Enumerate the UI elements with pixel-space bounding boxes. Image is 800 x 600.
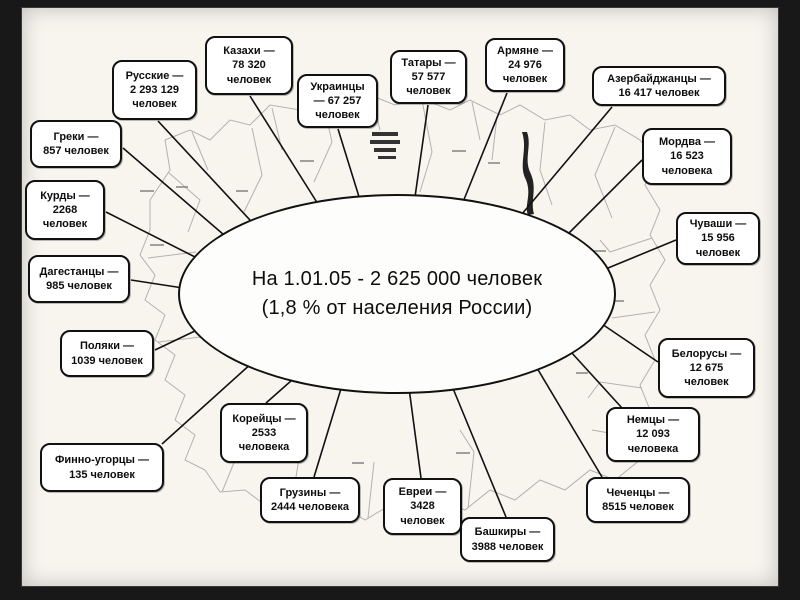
callout-belarusians: Белорусы — 12 675 человек <box>658 338 755 398</box>
callout-georgians: Грузины — 2444 человека <box>260 477 360 523</box>
callout-ukrainians: Украинцы — 67 257 человек <box>297 74 378 128</box>
callout-armenians: Армяне — 24 976 человек <box>485 38 565 92</box>
callout-tatars: Татары — 57 577 человек <box>390 50 467 104</box>
center-percent-of-russia: (1,8 % от населения России) <box>261 297 533 319</box>
callout-chechens: Чеченцы — 8515 человек <box>586 477 690 523</box>
dark-river-shape <box>522 132 534 215</box>
callout-finno-ugric: Финно-угорцы — 135 человек <box>40 443 164 492</box>
callout-poles: Поляки — 1039 человек <box>60 330 154 377</box>
callout-kazakhs: Казахи — 78 320 человек <box>205 36 293 95</box>
callout-koreans: Корейцы — 2533 человека <box>220 403 308 463</box>
callout-greeks: Греки — 857 человек <box>30 120 122 168</box>
center-total-population: На 1.01.05 - 2 625 000 человек <box>251 268 543 290</box>
callout-kurds: Курды — 2268 человек <box>25 180 105 240</box>
center-ellipse: На 1.01.05 - 2 625 000 человек (1,8 % от… <box>178 194 616 394</box>
callout-germans: Немцы — 12 093 человека <box>606 407 700 462</box>
callout-chuvash: Чуваши — 15 956 человек <box>676 212 760 265</box>
callout-jews: Евреи — 3428 человек <box>383 478 462 535</box>
callout-dagestanis: Дагестанцы — 985 человек <box>28 255 130 303</box>
callout-russians: Русские — 2 293 129 человек <box>112 60 197 120</box>
callout-azerbaijanis: Азербайджанцы — 16 417 человек <box>592 66 726 106</box>
callout-mordva: Мордва — 16 523 человека <box>642 128 732 185</box>
callout-bashkirs: Башкиры — 3988 человек <box>460 517 555 562</box>
